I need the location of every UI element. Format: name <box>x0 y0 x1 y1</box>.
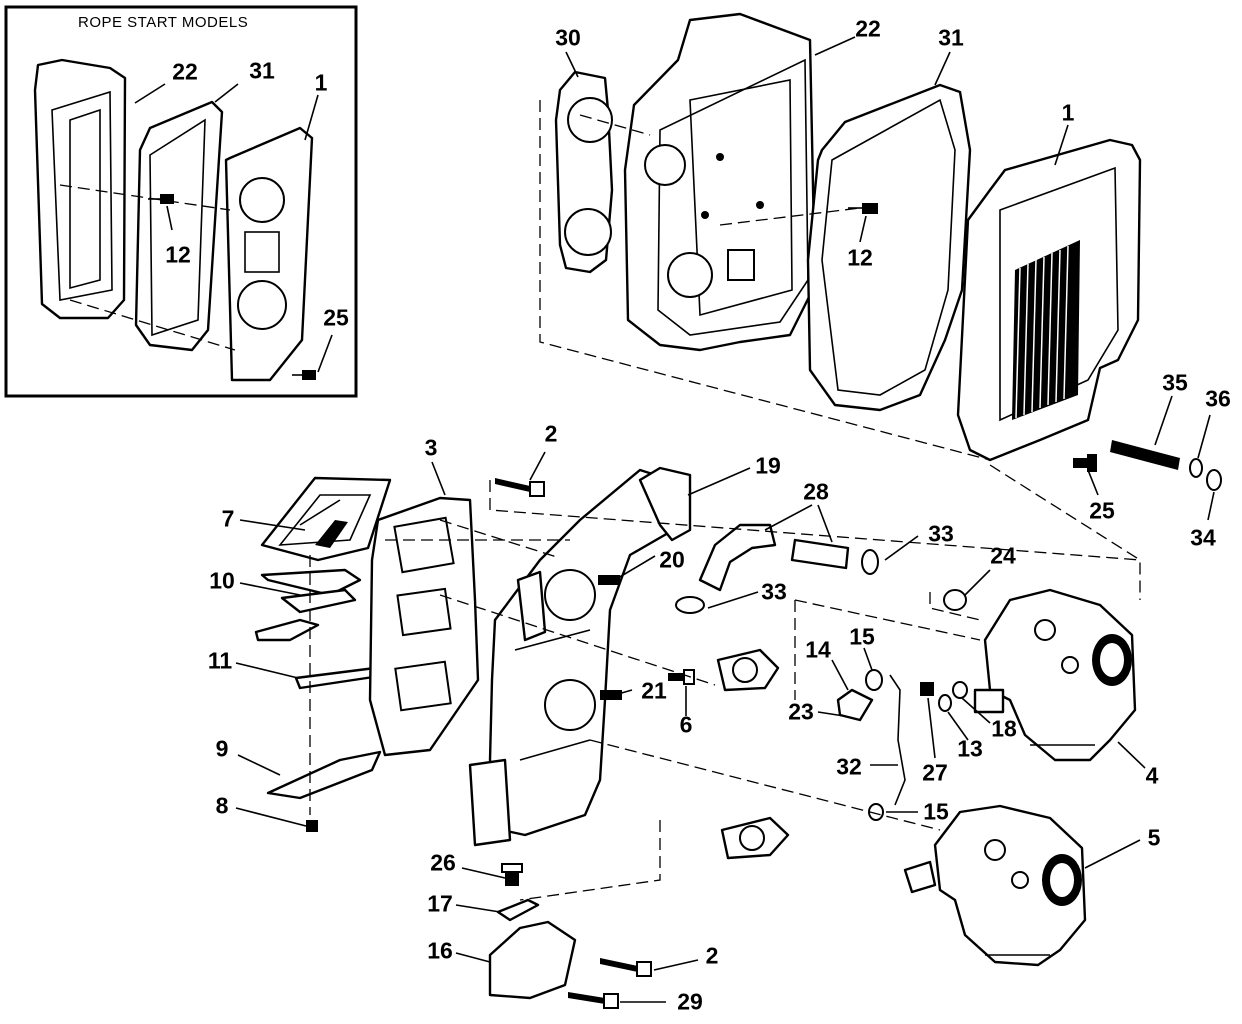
cover-plate-1 <box>956 138 1142 462</box>
nut-18 <box>952 681 968 699</box>
stud-21 <box>600 690 622 700</box>
callout-13: 13 <box>957 735 983 762</box>
washer-36 <box>1189 458 1203 478</box>
callout-19: 19 <box>755 452 781 479</box>
carb-gasket-upper <box>716 648 780 692</box>
inset-title: ROPE START MODELS <box>78 14 249 31</box>
callout-6: 6 <box>679 711 693 738</box>
callout-20: 20 <box>659 546 685 573</box>
gasket-30 <box>554 70 614 274</box>
inset-plate-1 <box>224 126 314 382</box>
callout-34: 34 <box>1190 524 1216 551</box>
plate-9 <box>266 750 382 800</box>
callout-2-lower: 2 <box>705 942 719 969</box>
callout-16: 16 <box>427 937 453 964</box>
callout-14: 14 <box>805 636 831 663</box>
stud-20 <box>598 575 620 585</box>
callout-35: 35 <box>1162 369 1188 396</box>
callout-4: 4 <box>1145 762 1159 789</box>
callout-15-upper: 15 <box>849 623 875 650</box>
callout-5: 5 <box>1147 824 1161 851</box>
callout-24: 24 <box>990 542 1016 569</box>
link-bracket-14 <box>836 688 874 722</box>
inset-label-25: 25 <box>323 304 349 331</box>
stud-35 <box>1110 440 1180 470</box>
reed-block-7 <box>260 476 392 562</box>
cover-grille <box>1012 240 1080 420</box>
callout-7: 7 <box>221 505 235 532</box>
callout-29: 29 <box>677 988 703 1015</box>
inset-label-31: 31 <box>249 57 275 84</box>
washer-13 <box>938 694 952 712</box>
callout-18: 18 <box>991 715 1017 742</box>
callout-27: 27 <box>922 759 948 786</box>
screw-26 <box>501 863 523 886</box>
callout-31: 31 <box>938 24 964 51</box>
screw-27 <box>920 682 934 696</box>
reed-stop-11 <box>294 666 382 690</box>
inset-gasket-31 <box>134 100 224 352</box>
callout-33-lower: 33 <box>761 578 787 605</box>
nut-24 <box>943 589 967 611</box>
intake-manifold-19 <box>468 466 692 847</box>
link-rod-32 <box>889 674 906 806</box>
callout-2-upper: 2 <box>544 420 558 447</box>
inset-screw-25 <box>292 370 316 380</box>
grommet-15-upper <box>865 669 883 691</box>
clamp-33-upper <box>861 549 879 575</box>
hose-28 <box>698 523 850 592</box>
inset-box <box>4 5 358 398</box>
carb-gasket-lower <box>720 816 790 860</box>
callout-15-lower: 15 <box>923 798 949 825</box>
callout-25: 25 <box>1089 497 1115 524</box>
callout-28: 28 <box>803 478 829 505</box>
bolt-2-lower <box>600 958 652 977</box>
gasket-3 <box>368 496 480 757</box>
callout-9: 9 <box>215 735 229 762</box>
inset-cover-22 <box>33 58 127 320</box>
callout-32: 32 <box>836 753 862 780</box>
callout-12: 12 <box>847 244 873 271</box>
inset-label-1: 1 <box>314 69 328 96</box>
callout-23: 23 <box>788 698 814 725</box>
callout-17: 17 <box>427 890 453 917</box>
plate-17 <box>496 898 540 922</box>
bolt-2-upper <box>495 478 545 497</box>
screw-25 <box>1073 454 1097 472</box>
inset-label-12: 12 <box>165 241 191 268</box>
clamp-33-lower <box>675 596 705 614</box>
callout-10: 10 <box>209 567 235 594</box>
inset-label-22: 22 <box>172 58 198 85</box>
carburetor-5 <box>903 804 1087 967</box>
nut-34 <box>1206 469 1222 491</box>
bolt-29 <box>568 992 619 1009</box>
reed-petals-10 <box>254 568 362 642</box>
carburetor-4 <box>973 588 1137 762</box>
gasket-31 <box>806 83 972 412</box>
callout-22: 22 <box>855 15 881 42</box>
callout-26: 26 <box>430 849 456 876</box>
bracket-16 <box>488 920 577 1000</box>
cover-housing-22 <box>623 12 817 352</box>
callout-30: 30 <box>555 24 581 51</box>
callout-21: 21 <box>641 677 667 704</box>
screw-8 <box>306 820 318 832</box>
callout-36: 36 <box>1205 385 1231 412</box>
callout-8: 8 <box>215 792 229 819</box>
callout-3: 3 <box>424 434 438 461</box>
callout-1: 1 <box>1061 99 1075 126</box>
callout-33-upper: 33 <box>928 520 954 547</box>
callout-11: 11 <box>207 647 233 674</box>
